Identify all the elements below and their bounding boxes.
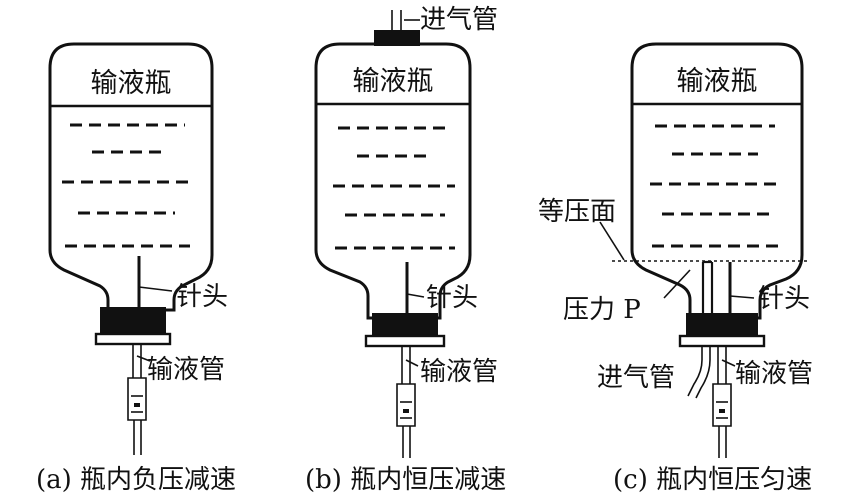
drip-chamber-b xyxy=(396,383,416,427)
isobaric-label: 等压面 xyxy=(538,197,616,227)
panel-b: 进气管 输液瓶 针头 输液管 (b) 瓶内恒压减速 xyxy=(305,5,506,495)
stopper-a xyxy=(100,307,166,335)
liquid-lines-c xyxy=(650,124,782,248)
tube-b-label: 输液管 xyxy=(420,357,498,387)
vent-b-label: 进气管 xyxy=(420,5,498,35)
bottle-c-label: 输液瓶 xyxy=(677,66,758,97)
tube-a-label: 输液管 xyxy=(147,355,225,385)
caption-b: (b) 瓶内恒压减速 xyxy=(305,465,506,495)
panel-a: 输液瓶 针头 输液管 (a) 瓶内负压减速 xyxy=(36,42,236,495)
drip-chamber-c xyxy=(712,383,732,427)
needle-b-label: 针头 xyxy=(426,283,478,313)
vent-c-label: 进气管 xyxy=(597,363,675,393)
bottle-c xyxy=(630,42,804,320)
vent-cap-b xyxy=(374,30,420,46)
panel-c: 输液瓶 等压面 压力 P 针头 进气管 xyxy=(538,42,813,495)
needle-a-label: 针头 xyxy=(176,282,228,312)
cap-rim-a xyxy=(94,332,172,346)
stopper-c xyxy=(686,313,758,337)
liquid-lines-b xyxy=(333,126,455,250)
stopper-b xyxy=(372,313,438,337)
drip-chamber-a xyxy=(127,377,147,421)
tube-c-label: 输液管 xyxy=(735,359,813,389)
pressure-label: 压力 P xyxy=(563,295,641,325)
bottle-b-label: 输液瓶 xyxy=(353,66,434,97)
needle-c-label: 针头 xyxy=(758,284,810,314)
caption-a: (a) 瓶内负压减速 xyxy=(36,465,236,495)
caption-c: (c) 瓶内恒压匀速 xyxy=(613,465,812,495)
bottle-a-label: 输液瓶 xyxy=(91,68,172,99)
liquid-lines-a xyxy=(62,123,190,248)
